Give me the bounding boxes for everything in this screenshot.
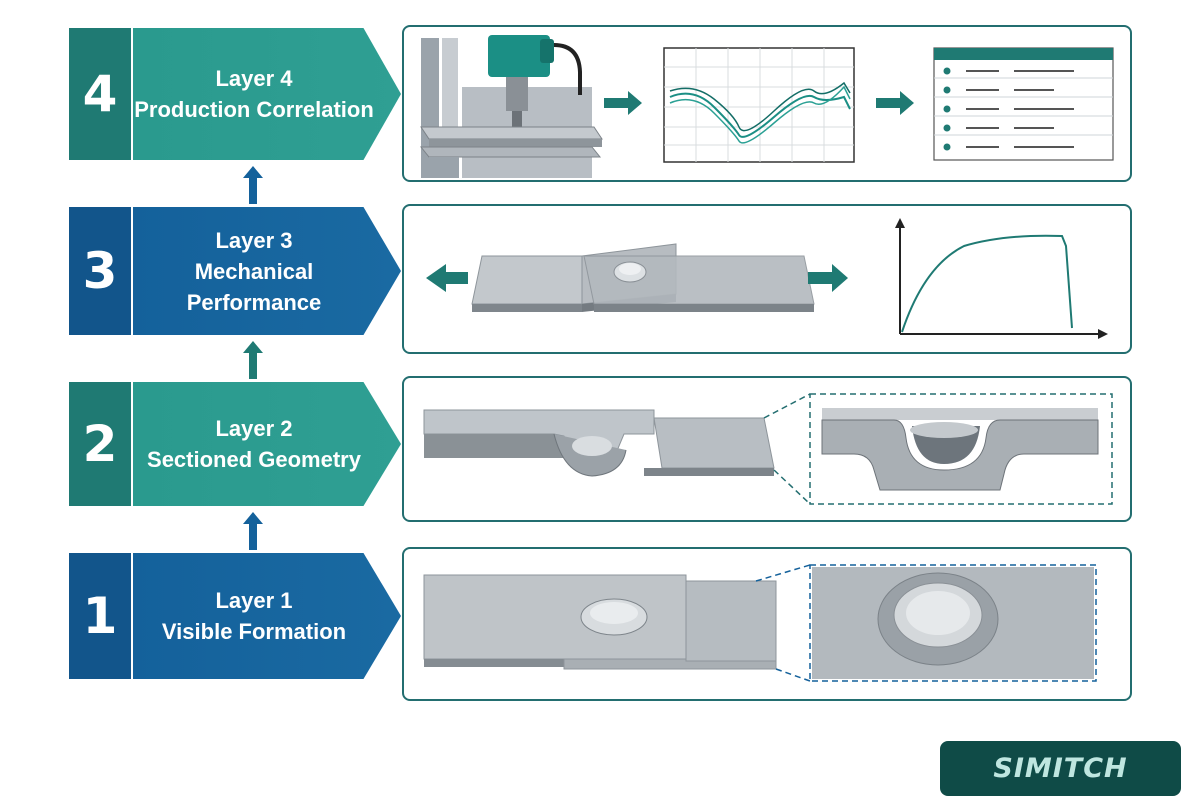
- brand-logo: SIMITCH: [940, 741, 1181, 796]
- layer-4-panel: [402, 25, 1132, 182]
- layer-4-title: Layer 4: [215, 66, 293, 91]
- layer-4-banner: Layer 4 Production Correlation: [133, 28, 401, 160]
- lap-joint-specimen: [471, 243, 815, 312]
- layer-3-title: Layer 3: [215, 227, 293, 253]
- press-machine-icon: [419, 35, 603, 178]
- layer-2-number: 2: [69, 382, 131, 506]
- lap-joint-top-view: [423, 574, 777, 670]
- waveform-chart-icon: [663, 47, 855, 163]
- layer-1-banner: Layer 1 Visible Formation: [133, 553, 401, 679]
- layer-1-illustration: [423, 564, 1097, 682]
- layer-2-title: Layer 2: [215, 416, 293, 441]
- stress-strain-chart-icon: [895, 218, 1108, 339]
- layer-3-illustration: [426, 218, 1108, 339]
- right-arrow-icon: [808, 264, 848, 292]
- layer-1-subtitle: Visible Formation: [161, 619, 347, 644]
- cross-section-zoom: [821, 408, 1099, 491]
- weld-zoom: [812, 567, 1094, 679]
- layer-2-banner: Layer 2 Sectioned Geometry: [133, 382, 401, 506]
- up-arrow-icon: [243, 341, 263, 379]
- zoom-lines: [755, 564, 1097, 682]
- layer-4-number: 4: [69, 28, 131, 160]
- layer-4-subtitle: Production Correlation: [134, 97, 374, 122]
- layer-1-title: Layer 1: [215, 588, 293, 613]
- right-arrow-icon: [876, 91, 914, 115]
- left-arrow-icon: [426, 264, 468, 292]
- layer-2-panel: [402, 376, 1132, 522]
- up-arrow-icon: [243, 512, 263, 550]
- layer-1-panel: [402, 547, 1132, 701]
- layer-3-banner: Layer 3 Mechanical Performance: [133, 207, 401, 335]
- zoom-lines: [763, 393, 1113, 505]
- layer-3-subtitle: Mechanical Performance: [186, 258, 322, 315]
- cross-section-specimen: [423, 409, 775, 477]
- right-arrow-icon: [604, 91, 642, 115]
- up-arrow-icon: [243, 166, 263, 204]
- brand-logo-text: SIMITCH: [993, 753, 1128, 784]
- layer-3-panel: [402, 204, 1132, 354]
- layer-1-number: 1: [69, 553, 131, 679]
- layer-2-illustration: [423, 393, 1113, 505]
- layer-2-subtitle: Sectioned Geometry: [147, 447, 361, 472]
- table-list-icon: [933, 47, 1114, 161]
- layer-4-illustration: [419, 35, 1114, 178]
- layer-3-number: 3: [69, 207, 131, 335]
